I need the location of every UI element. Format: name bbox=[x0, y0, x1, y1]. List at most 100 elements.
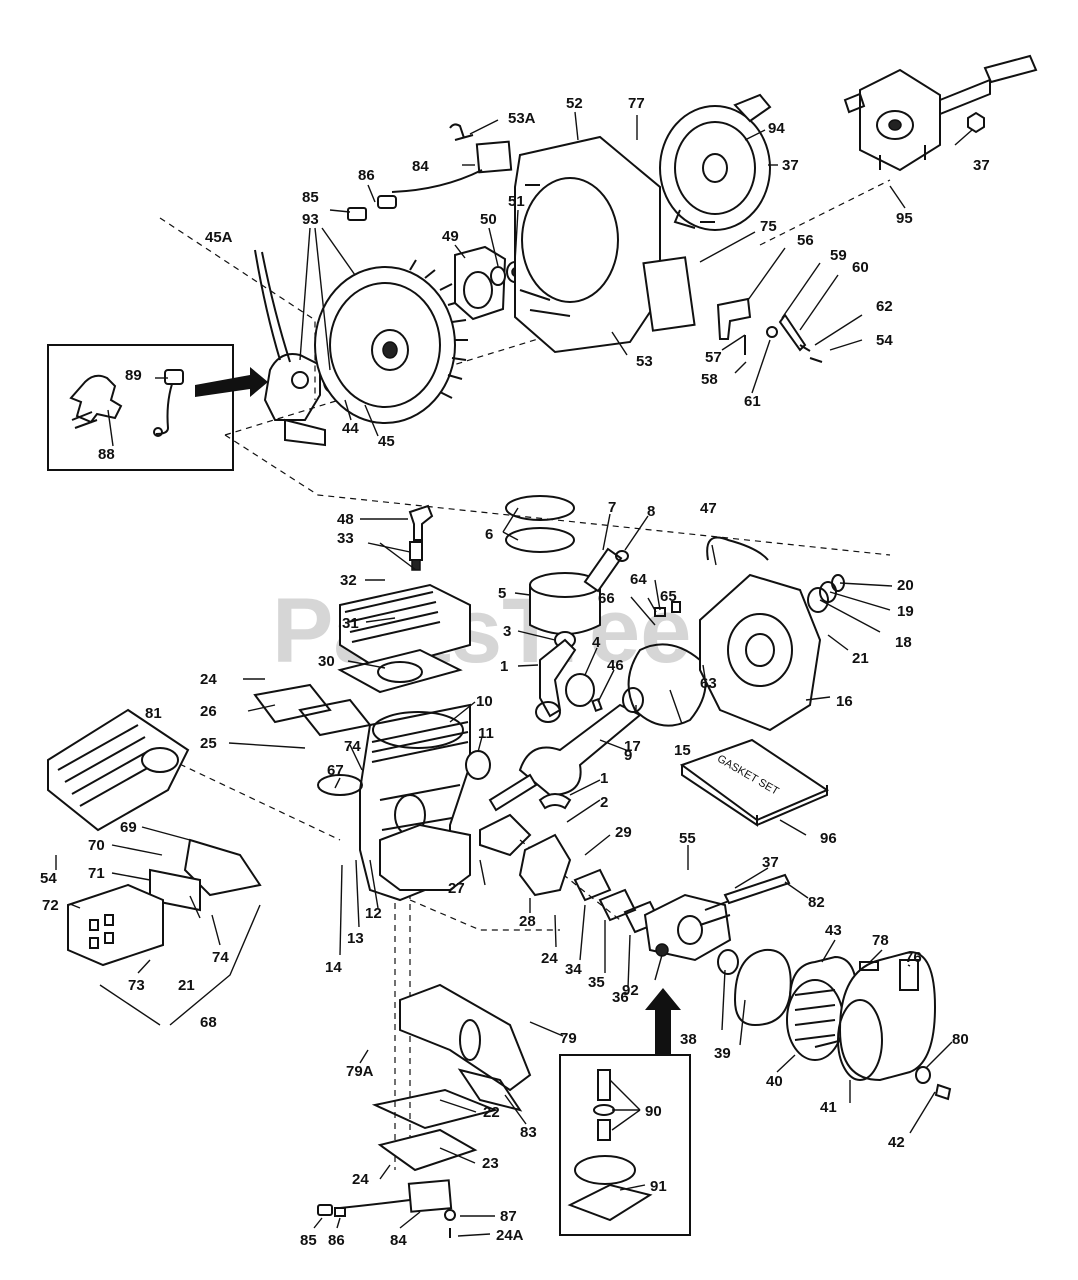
callout-31: 31 bbox=[342, 615, 359, 632]
callout-9: 9 bbox=[624, 747, 632, 764]
callout-64: 64 bbox=[630, 571, 647, 588]
callout-24-left: 24 bbox=[200, 671, 217, 688]
callout-42: 42 bbox=[888, 1134, 905, 1151]
callout-58: 58 bbox=[701, 371, 718, 388]
callout-2: 2 bbox=[600, 794, 608, 811]
callout-61: 61 bbox=[744, 393, 761, 410]
callout-57: 57 bbox=[705, 349, 722, 366]
callout-84-bottom: 84 bbox=[390, 1232, 407, 1249]
magneto-flywheel-group bbox=[254, 54, 1038, 447]
callout-36: 36 bbox=[612, 989, 629, 1006]
callout-77: 77 bbox=[628, 95, 645, 112]
callout-71: 71 bbox=[88, 865, 105, 882]
callout-92: 92 bbox=[622, 982, 639, 999]
crankcase-carb-group bbox=[379, 813, 952, 1236]
callout-47: 47 bbox=[700, 500, 717, 517]
callout-86-bottom: 86 bbox=[328, 1232, 345, 1249]
ignition-detail-inset bbox=[47, 344, 268, 471]
callout-85-top: 85 bbox=[302, 189, 319, 206]
callout-24A: 24A bbox=[496, 1227, 524, 1244]
callout-72: 72 bbox=[42, 897, 59, 914]
callout-1-upper: 1 bbox=[500, 658, 508, 675]
callout-63: 63 bbox=[700, 675, 717, 692]
callout-70: 70 bbox=[88, 837, 105, 854]
callout-78: 78 bbox=[872, 932, 889, 949]
callout-69: 69 bbox=[120, 819, 137, 836]
callout-15: 15 bbox=[674, 742, 691, 759]
callout-41: 41 bbox=[820, 1099, 837, 1116]
callout-labels: 53A 84 52 77 94 37 37 95 86 85 93 45A 49… bbox=[40, 95, 990, 1249]
callout-74-lower: 74 bbox=[212, 949, 229, 966]
callout-79A: 79A bbox=[346, 1063, 374, 1080]
watermark: PartsTree bbox=[272, 580, 691, 682]
callout-45A: 45A bbox=[205, 229, 233, 246]
callout-73: 73 bbox=[128, 977, 145, 994]
callout-20: 20 bbox=[897, 577, 914, 594]
callout-85-bottom: 85 bbox=[300, 1232, 317, 1249]
callout-76: 76 bbox=[905, 949, 922, 966]
callout-52: 52 bbox=[566, 95, 583, 112]
callout-25: 25 bbox=[200, 735, 217, 752]
callout-27: 27 bbox=[448, 880, 465, 897]
callout-44: 44 bbox=[342, 420, 359, 437]
callout-96: 96 bbox=[820, 830, 837, 847]
callout-28: 28 bbox=[519, 913, 536, 930]
callout-21-right: 21 bbox=[852, 650, 869, 667]
callout-86-top: 86 bbox=[358, 167, 375, 184]
callout-43: 43 bbox=[825, 922, 842, 939]
callout-35: 35 bbox=[588, 974, 605, 991]
callout-60: 60 bbox=[852, 259, 869, 276]
callout-51: 51 bbox=[508, 193, 525, 210]
callout-53A: 53A bbox=[508, 110, 536, 127]
callout-16: 16 bbox=[836, 693, 853, 710]
callout-3: 3 bbox=[503, 623, 511, 640]
callout-11: 11 bbox=[478, 725, 494, 742]
callout-33: 33 bbox=[337, 530, 354, 547]
callout-87: 87 bbox=[500, 1208, 517, 1225]
callout-4: 4 bbox=[592, 634, 601, 651]
callout-54-top: 54 bbox=[876, 332, 893, 349]
callout-19: 19 bbox=[897, 603, 914, 620]
callout-leaders bbox=[55, 111, 973, 1237]
assembly-guide-lines bbox=[149, 179, 891, 1170]
callout-7: 7 bbox=[608, 499, 616, 516]
callout-29: 29 bbox=[615, 824, 632, 841]
callout-67: 67 bbox=[327, 762, 344, 779]
callout-8: 8 bbox=[647, 503, 655, 520]
callout-14: 14 bbox=[325, 959, 342, 976]
callout-32: 32 bbox=[340, 572, 357, 589]
callout-66: 66 bbox=[598, 590, 615, 607]
muffler-group bbox=[47, 708, 262, 1026]
callout-94: 94 bbox=[768, 120, 785, 137]
callout-37-right: 37 bbox=[973, 157, 990, 174]
callout-53: 53 bbox=[636, 353, 653, 370]
callout-24-mid: 24 bbox=[541, 950, 558, 967]
callout-10: 10 bbox=[476, 693, 493, 710]
callout-54-left: 54 bbox=[40, 870, 57, 887]
callout-88: 88 bbox=[98, 446, 115, 463]
callout-84: 84 bbox=[412, 158, 429, 175]
callout-23: 23 bbox=[482, 1155, 499, 1172]
callout-34: 34 bbox=[565, 961, 582, 978]
callout-37-top: 37 bbox=[782, 157, 799, 174]
callout-18: 18 bbox=[895, 634, 912, 651]
callout-6: 6 bbox=[485, 526, 493, 543]
callout-22: 22 bbox=[483, 1104, 500, 1121]
callout-48: 48 bbox=[337, 511, 354, 528]
callout-1-lower: 1 bbox=[600, 770, 608, 787]
callout-82: 82 bbox=[808, 894, 825, 911]
callout-90: 90 bbox=[645, 1103, 662, 1120]
callout-68: 68 bbox=[200, 1014, 217, 1031]
callout-65: 65 bbox=[660, 588, 677, 605]
piston-crank-group: GASKET SET bbox=[465, 495, 845, 827]
callout-39: 39 bbox=[714, 1045, 731, 1062]
callout-46: 46 bbox=[607, 657, 624, 674]
callout-91: 91 bbox=[650, 1178, 667, 1195]
callout-80: 80 bbox=[952, 1031, 969, 1048]
callout-12: 12 bbox=[365, 905, 382, 922]
callout-74-upper: 74 bbox=[344, 738, 361, 755]
callout-89: 89 bbox=[125, 367, 142, 384]
callout-21-left: 21 bbox=[178, 977, 195, 994]
callout-45: 45 bbox=[378, 433, 395, 450]
